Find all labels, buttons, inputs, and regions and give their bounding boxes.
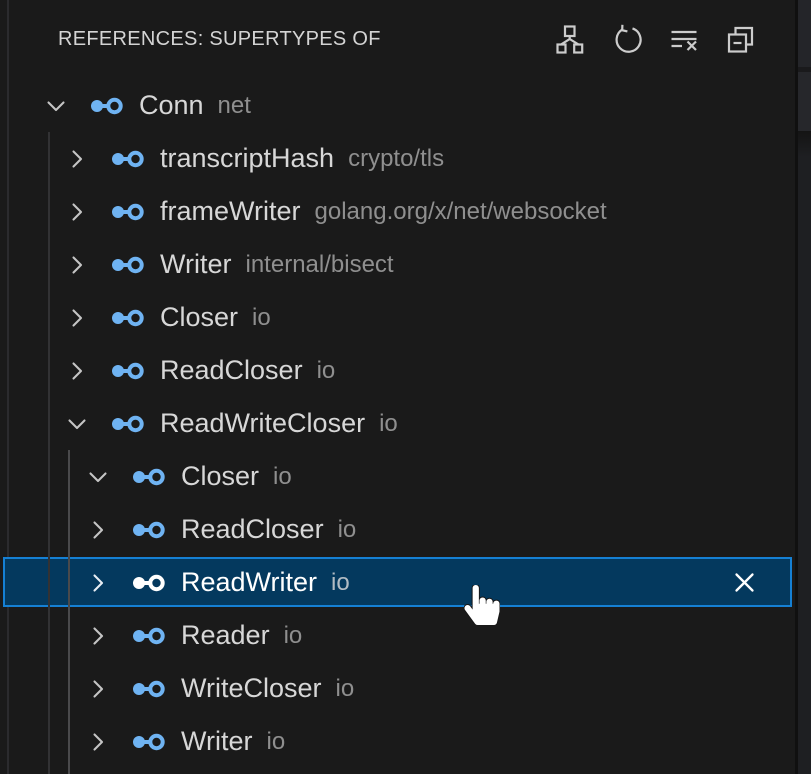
- symbol-name: Closer: [181, 461, 260, 491]
- twistie[interactable]: [86, 677, 110, 701]
- symbol-name: WriteCloser: [181, 673, 322, 703]
- symbol-interface-icon: [111, 253, 144, 277]
- twistie[interactable]: [86, 624, 110, 648]
- symbol-package: io: [379, 409, 398, 437]
- twistie[interactable]: [65, 147, 89, 171]
- symbol-interface-icon: [111, 200, 144, 224]
- symbol-interface-icon: [90, 94, 123, 118]
- chevron-right-icon: [93, 732, 104, 751]
- tree-row[interactable]: ReadWriter io: [0, 556, 795, 609]
- editor-strip: [798, 0, 811, 774]
- symbol-interface-icon: [132, 730, 165, 754]
- tree-row[interactable]: ReadWriteCloser io: [0, 397, 795, 450]
- twistie[interactable]: [86, 518, 110, 542]
- twistie[interactable]: [65, 412, 89, 436]
- symbol-package: io: [335, 674, 355, 702]
- symbol-package: io: [252, 303, 271, 331]
- symbol-name: ReadWriteCloser: [160, 408, 366, 438]
- chevron-right-icon: [93, 626, 104, 645]
- collapse-all-button[interactable]: [724, 23, 757, 56]
- tree-row[interactable]: Closer io: [0, 291, 795, 344]
- twistie[interactable]: [86, 571, 110, 595]
- refresh-icon: [615, 24, 642, 53]
- symbol-interface-icon: [132, 518, 165, 542]
- twistie[interactable]: [86, 465, 110, 489]
- symbol-name: Conn: [139, 90, 204, 120]
- tree-row[interactable]: frameWriter golang.org/x/net/websocket: [0, 185, 795, 238]
- symbol-package: io: [316, 356, 336, 384]
- twistie[interactable]: [65, 306, 89, 330]
- chevron-right-icon: [72, 361, 83, 380]
- tree-row[interactable]: ReadCloser io: [0, 344, 795, 397]
- symbol-package: io: [266, 727, 286, 755]
- symbol-package: io: [331, 568, 350, 596]
- collapse-all-icon: [727, 26, 754, 53]
- symbol-package: crypto/tls: [348, 144, 445, 172]
- panel-title: REFERENCES: SUPERTYPES OF: [58, 28, 381, 50]
- symbol-name: Writer: [160, 249, 232, 279]
- symbol-name: transcriptHash: [160, 143, 335, 173]
- symbol-interface-icon: [132, 624, 165, 648]
- panel-header: REFERENCES: SUPERTYPES OF: [0, 0, 795, 79]
- symbol-package: io: [337, 515, 357, 543]
- symbol-interface-icon: [132, 465, 165, 489]
- symbol-interface-icon: [132, 677, 165, 701]
- symbol-package: io: [283, 621, 303, 649]
- panel-left-edge: [7, 0, 9, 774]
- tree: Conn net transcriptHash crypto/tls: [0, 79, 795, 768]
- clear-all-button[interactable]: [667, 23, 700, 56]
- panel-divider: [795, 0, 798, 774]
- symbol-package: internal/bisect: [245, 250, 394, 278]
- tree-row[interactable]: ReadCloser io: [0, 503, 795, 556]
- panel-toolbar: [553, 23, 757, 56]
- twistie[interactable]: [86, 730, 110, 754]
- chevron-down-icon: [47, 100, 65, 111]
- chevron-right-icon: [72, 308, 83, 327]
- twistie[interactable]: [65, 359, 89, 383]
- clear-all-icon: [671, 30, 697, 51]
- chevron-right-icon: [72, 202, 83, 221]
- tree-row[interactable]: Writer internal/bisect: [0, 238, 795, 291]
- symbol-package: io: [273, 462, 292, 490]
- tree-row[interactable]: Reader io: [0, 609, 795, 662]
- refresh-button[interactable]: [610, 23, 643, 56]
- row-close-button[interactable]: [731, 570, 757, 596]
- symbol-package: golang.org/x/net/websocket: [314, 197, 607, 225]
- symbol-interface-icon: [111, 359, 144, 383]
- twistie[interactable]: [65, 200, 89, 224]
- chevron-right-icon: [93, 573, 104, 592]
- tree-row[interactable]: transcriptHash crypto/tls: [0, 132, 795, 185]
- editor-breadcrumb-sliver: [798, 72, 811, 131]
- symbol-package: net: [217, 91, 251, 119]
- tree-row[interactable]: Closer io: [0, 450, 795, 503]
- symbol-name: Writer: [181, 726, 253, 756]
- symbol-name: Closer: [160, 302, 239, 332]
- tree-row[interactable]: Writer io: [0, 715, 795, 768]
- chevron-right-icon: [72, 255, 83, 274]
- editor-divider-sliver: [798, 67, 811, 72]
- chevron-right-icon: [72, 149, 83, 168]
- type-hierarchy-button[interactable]: [553, 23, 586, 56]
- editor-scroll-shadow: [798, 131, 811, 157]
- symbol-interface-icon: [132, 571, 165, 595]
- symbol-interface-icon: [111, 412, 144, 436]
- chevron-right-icon: [93, 520, 104, 539]
- symbol-name: ReadCloser: [160, 355, 303, 385]
- editor-tabbar-sliver: [798, 0, 811, 67]
- tree-row[interactable]: Conn net: [0, 79, 795, 132]
- chevron-right-icon: [93, 679, 104, 698]
- close-icon: [734, 573, 754, 592]
- chevron-down-icon: [89, 471, 107, 482]
- chevron-down-icon: [68, 418, 86, 429]
- type-hierarchy-icon: [556, 25, 584, 54]
- symbol-interface-icon: [111, 306, 144, 330]
- twistie[interactable]: [65, 253, 89, 277]
- symbol-name: frameWriter: [160, 196, 301, 226]
- symbol-name: ReadCloser: [181, 514, 324, 544]
- tree-row[interactable]: WriteCloser io: [0, 662, 795, 715]
- symbol-name: Reader: [181, 620, 270, 650]
- symbol-interface-icon: [111, 147, 144, 171]
- twistie[interactable]: [44, 94, 68, 118]
- symbol-name: ReadWriter: [181, 567, 318, 597]
